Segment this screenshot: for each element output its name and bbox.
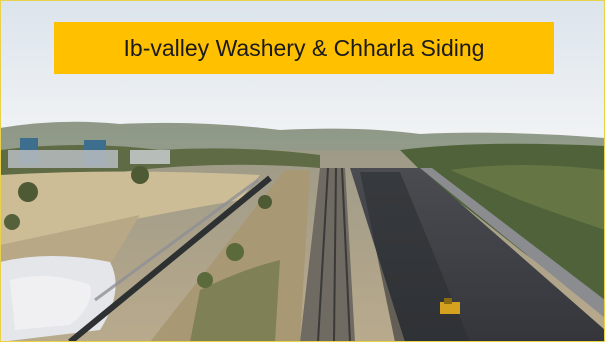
rail-tracks [300, 168, 355, 342]
caption-title: Ib-valley Washery & Chharla Siding [123, 34, 485, 61]
left-rail-fence [68, 175, 272, 342]
loader-vehicle [440, 302, 460, 314]
plant-yard [0, 171, 260, 245]
image-caption: Ib-valley Washery & Chharla Siding [54, 22, 554, 74]
